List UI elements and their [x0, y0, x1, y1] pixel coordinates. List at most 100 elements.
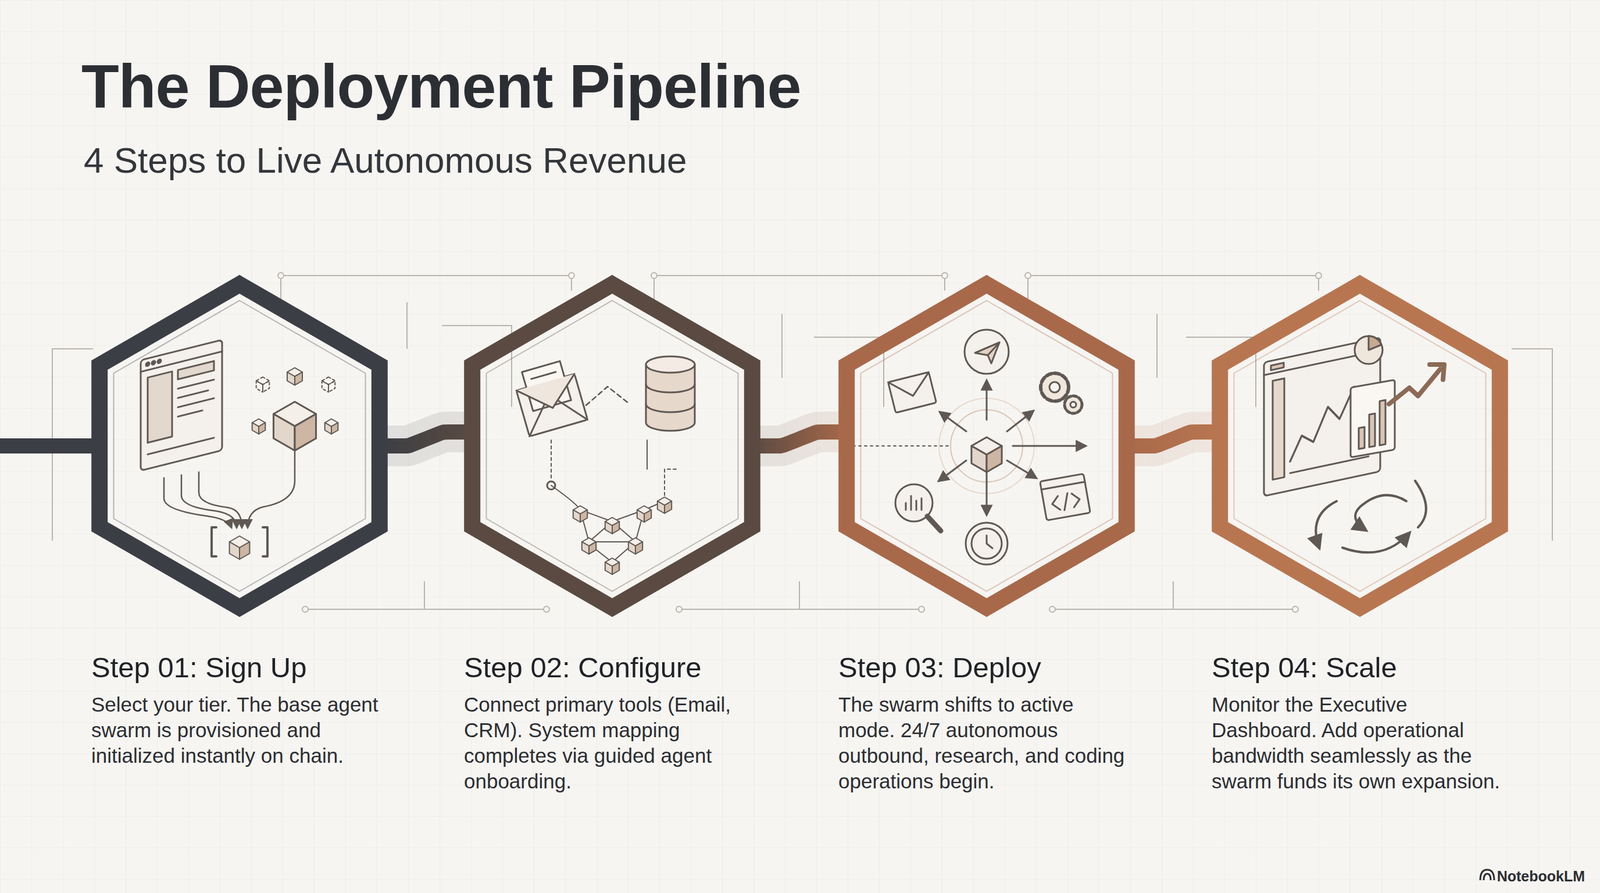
illustration-stroke — [964, 329, 1009, 374]
illustration-stroke — [1040, 373, 1082, 414]
illustration-stroke — [280, 275, 572, 303]
band-glow — [751, 431, 848, 446]
illustration-stroke — [986, 445, 1002, 473]
illustration-stroke — [941, 272, 948, 279]
illustration-stroke — [645, 364, 695, 431]
illustration-stroke — [1006, 460, 1037, 478]
illustration-stroke — [543, 606, 550, 613]
illustration-stroke — [1040, 373, 1069, 402]
step-node: Step 03: DeployThe swarm shifts to activ… — [838, 274, 1135, 795]
illustration-stroke — [888, 372, 934, 401]
illustration-stroke — [1006, 411, 1034, 432]
illustration-stroke — [965, 522, 1008, 565]
illustration-stroke — [1049, 606, 1056, 613]
scale-icon — [1263, 336, 1445, 553]
illustration-stroke — [1272, 378, 1285, 480]
illustration-stroke — [325, 419, 339, 435]
illustration-stroke — [252, 422, 259, 435]
illustration-stroke — [1379, 400, 1386, 446]
illustration-stroke — [940, 412, 967, 432]
illustration-stroke — [588, 541, 596, 555]
illustration-stroke — [573, 505, 588, 523]
illustration-stroke — [1292, 606, 1299, 613]
illustration-stroke — [938, 460, 967, 481]
hexagon-border — [472, 284, 753, 608]
hexagon-border — [1219, 284, 1500, 608]
illustration-stroke — [644, 509, 652, 523]
illustration-stroke — [151, 360, 156, 365]
illustration-stroke — [605, 562, 613, 575]
illustration-stroke — [888, 372, 937, 413]
illustration-stroke — [586, 386, 630, 406]
illustration-stroke — [971, 445, 987, 473]
illustration-stroke — [177, 410, 203, 417]
illustration-stroke — [322, 380, 329, 393]
illustration-stroke — [1388, 369, 1441, 405]
step-heading: Step 01: Sign Up — [91, 651, 388, 684]
illustration-stroke — [1354, 336, 1383, 364]
illustration-stroke — [986, 380, 988, 420]
illustration-stroke — [325, 422, 332, 435]
illustration-stroke — [262, 380, 270, 393]
illustration-stroke — [986, 472, 988, 515]
hexagon-inner-line — [113, 300, 366, 592]
hexagon-inner-line — [486, 300, 739, 592]
illustration-stroke — [1415, 480, 1427, 528]
illustration-stroke — [628, 541, 636, 555]
illustration-stroke — [1290, 456, 1369, 474]
illustration-stroke — [1500, 438, 1600, 454]
illustration-stroke — [294, 413, 317, 451]
illustration-stroke — [522, 394, 588, 437]
illustration-stroke — [322, 377, 336, 385]
illustration-stroke — [975, 342, 1000, 364]
hexagon-outline — [91, 274, 388, 618]
band-line — [378, 431, 474, 446]
illustration-stroke — [847, 445, 952, 447]
illustration-stroke — [322, 377, 336, 393]
illustration-stroke — [229, 541, 240, 560]
illustration-stroke — [256, 377, 270, 393]
hexagon-inner-line — [861, 300, 1113, 592]
illustration-stroke — [664, 469, 677, 502]
illustration-stroke — [605, 558, 620, 575]
signup-icon — [140, 340, 295, 557]
illustration-stroke — [252, 419, 266, 435]
pipeline-band — [751, 431, 848, 446]
illustration-stroke — [273, 413, 295, 451]
illustration-stroke — [1064, 395, 1082, 414]
illustration-stroke — [1315, 272, 1322, 279]
illustration-stroke — [287, 368, 303, 386]
illustration-stroke — [605, 517, 620, 534]
illustration-stroke — [635, 541, 643, 555]
illustration-stroke — [256, 377, 270, 385]
illustration-stroke — [247, 451, 295, 528]
illustration-stroke — [612, 521, 620, 534]
illustration-stroke — [645, 384, 695, 413]
illustration-stroke — [1368, 336, 1382, 350]
pipeline-band — [1125, 431, 1221, 446]
illustration-stroke — [256, 380, 263, 393]
pipeline-band — [378, 431, 474, 446]
illustration-stroke — [971, 528, 1002, 559]
illustration-stroke — [1355, 495, 1407, 531]
illustration-stroke — [305, 581, 547, 610]
illustration-stroke — [277, 272, 284, 279]
illustration-stroke — [331, 422, 338, 435]
illustration-stroke — [637, 505, 652, 523]
illustration-stroke — [1480, 869, 1495, 881]
step-heading: Step 03: Deploy — [838, 651, 1135, 684]
illustration-stroke — [1350, 379, 1395, 457]
illustration-stroke — [580, 509, 588, 523]
illustration-stroke — [551, 485, 665, 563]
step-node: Step 02: ConfigureConnect primary tools … — [463, 274, 761, 795]
illustration-stroke — [145, 362, 150, 367]
illustration-stroke — [177, 398, 214, 407]
illustration-stroke — [177, 379, 214, 389]
illustration-stroke — [927, 516, 941, 531]
illustration-stroke — [645, 356, 695, 373]
illustration-stroke — [987, 342, 1000, 356]
hexagon-outline — [463, 274, 761, 618]
hexagon-outline — [838, 274, 1135, 618]
illustration-stroke — [573, 509, 581, 523]
illustration-stroke — [568, 272, 575, 279]
